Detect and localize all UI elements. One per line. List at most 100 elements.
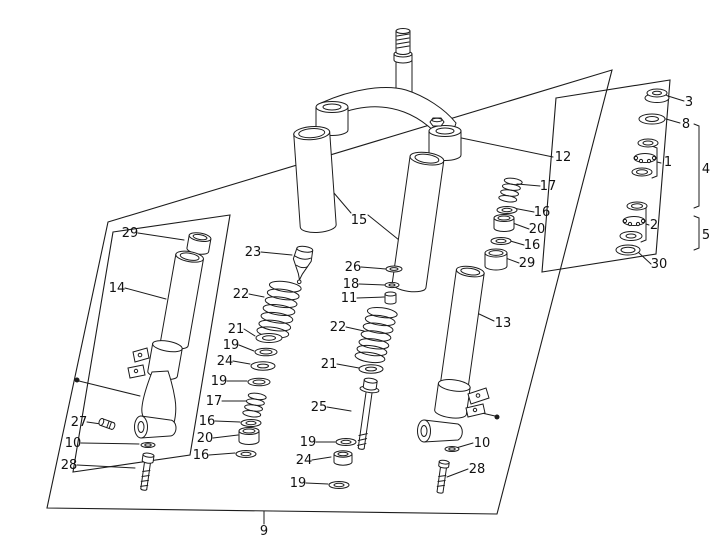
- left-inset-frame: [72, 214, 231, 473]
- part-23-dust-buffer: [292, 245, 314, 285]
- bracket-5: [693, 215, 700, 251]
- part-27-bolt: [98, 417, 116, 430]
- caliper-tabs-inset: [127, 347, 150, 379]
- part-16-ring-right-lower: [490, 237, 512, 245]
- part-19-washer-center-lower: [328, 481, 350, 489]
- part-29-cap-inset: [186, 232, 212, 255]
- part-30-seal: [615, 244, 641, 256]
- part-16-ring-right-upper: [496, 206, 518, 214]
- part-20-bushing-right: [493, 214, 515, 232]
- part-15-outer-tube-right: [391, 151, 445, 293]
- part-3-nut: [644, 88, 670, 103]
- part-16-ring-left-upper: [240, 419, 262, 427]
- part-26-washer: [385, 265, 403, 273]
- right-exploded-stack: [484, 177, 523, 271]
- callout-17-right: 17: [540, 179, 557, 194]
- callout-30: 30: [651, 257, 668, 272]
- part-12-nut: [429, 117, 445, 127]
- steering-bearing-kit: [615, 88, 670, 256]
- callout-16-right-upper: 16: [534, 205, 551, 220]
- callout-labels: 3 8 1 4 2 5 30 12 15 13 17 16 20 16 29 1…: [61, 95, 710, 539]
- clamp-right-boss: [428, 125, 462, 161]
- part-18-ring: [384, 281, 400, 289]
- callout-11: 11: [341, 291, 358, 306]
- part-15-outer-tube-left: [293, 126, 337, 233]
- thread-hatching: [396, 33, 410, 49]
- part-22-spring-left: [256, 280, 302, 339]
- leg-socket-inset: [147, 340, 183, 380]
- callout-14: 14: [109, 281, 126, 296]
- callout-16-right-lower: 16: [524, 238, 541, 253]
- callout-17-left: 17: [206, 394, 223, 409]
- callout-27: 27: [71, 415, 88, 430]
- callout-2: 2: [650, 218, 658, 233]
- part-14-outer-tube-inset: [160, 250, 205, 350]
- callout-10-right: 10: [474, 436, 491, 451]
- reference-dot-right: [494, 414, 500, 420]
- part-17-spring-left: [242, 392, 267, 418]
- part-1-upper-bearing: [631, 138, 659, 177]
- triple-clamp: [315, 87, 462, 161]
- part-21-washer-left: [255, 333, 283, 343]
- callout-5: 5: [702, 228, 710, 243]
- part-28-screw-inset: [140, 452, 155, 491]
- callout-13: 13: [495, 316, 512, 331]
- callout-22-center: 22: [330, 320, 347, 335]
- callout-16-left-upper: 16: [199, 414, 216, 429]
- callout-22-left: 22: [233, 287, 250, 302]
- callout-18: 18: [343, 277, 360, 292]
- callout-10-inset: 10: [65, 436, 82, 451]
- reference-dots: [74, 377, 500, 420]
- left-exploded-stack: [235, 245, 314, 458]
- bracket-1: [651, 145, 658, 179]
- callout-20-left: 20: [197, 431, 214, 446]
- callout-1: 1: [664, 155, 672, 170]
- part-17-spring-right: [498, 177, 523, 203]
- part-22-spring-center: [354, 306, 398, 364]
- left-inset-assembly: [98, 232, 212, 491]
- part-28-bolt-right: [436, 459, 450, 494]
- callout-19-center-lower: 19: [290, 476, 307, 491]
- callout-19-center-upper: 19: [300, 435, 317, 450]
- part-29-cap-right: [484, 248, 508, 271]
- reference-dot-left: [74, 377, 80, 383]
- part-20-bushing-left: [238, 427, 260, 445]
- callout-21-center: 21: [321, 357, 338, 372]
- callout-24-center: 24: [296, 453, 313, 468]
- callout-4: 4: [702, 162, 710, 177]
- center-exploded-stack: [328, 265, 403, 489]
- callout-29-inset: 29: [122, 226, 139, 241]
- axle-hub-inset: [134, 415, 177, 439]
- callout-9: 9: [260, 524, 268, 539]
- part-2-lower-bearing: [619, 201, 648, 241]
- caliper-tabs-right: [465, 387, 490, 418]
- part-19-washer-center-upper: [335, 438, 357, 446]
- part-10-washer-right: [444, 446, 460, 452]
- part-8-dust-cover: [638, 113, 666, 125]
- callout-24-left: 24: [217, 354, 234, 369]
- callout-21-left: 21: [228, 322, 245, 337]
- callout-25: 25: [311, 400, 328, 415]
- callout-12: 12: [555, 150, 572, 165]
- part-25-damper-rod: [357, 377, 380, 450]
- part-11-spacer: [384, 291, 397, 305]
- callout-15: 15: [351, 213, 368, 228]
- part-19-washer-left-upper: [254, 347, 278, 357]
- part-13-fork-leg-right: [417, 265, 490, 494]
- leader-lines: [76, 95, 700, 525]
- callout-19-left-lower: 19: [211, 374, 228, 389]
- part-16-ring-left-lower: [235, 450, 257, 458]
- axle-hub-right: [417, 419, 463, 443]
- callout-8: 8: [682, 117, 690, 132]
- bracket-4: [693, 123, 700, 209]
- callout-26: 26: [345, 260, 362, 275]
- callout-23: 23: [245, 245, 262, 260]
- callout-28-right: 28: [469, 462, 486, 477]
- callout-29-right: 29: [519, 256, 536, 271]
- part-21-washer-center: [358, 364, 384, 374]
- part-10-washer-inset: [140, 442, 156, 448]
- callout-20-right: 20: [529, 222, 546, 237]
- callout-16-left-lower: 16: [193, 448, 210, 463]
